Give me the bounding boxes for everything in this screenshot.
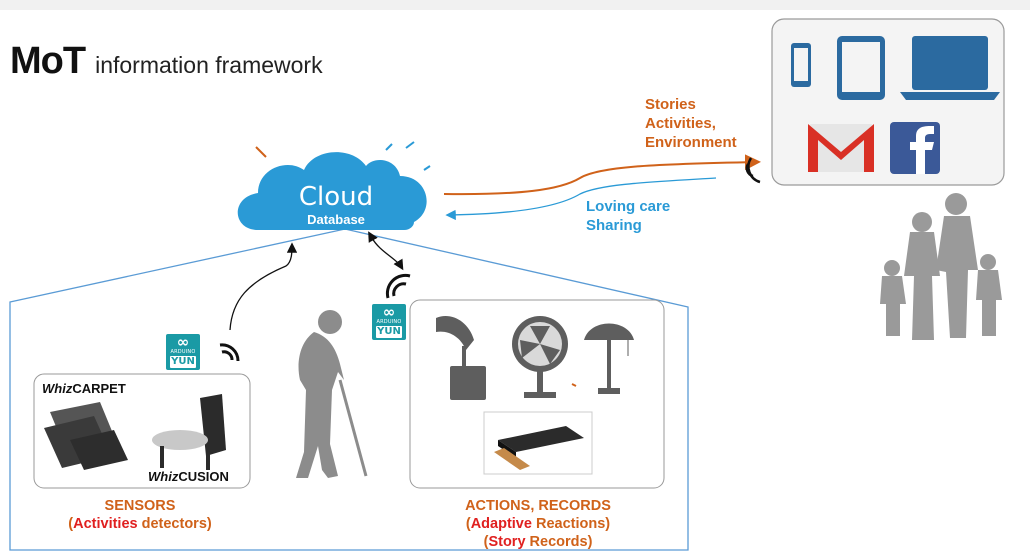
arduino-yun-logo: ∞ ARDUINO YUN (166, 334, 200, 370)
stories-text: Stories Activities, Environment (645, 95, 737, 152)
cloud-sublabel: Database (307, 212, 365, 227)
arrow-loving-care (445, 177, 717, 221)
arduino-brand: ARDUINO (170, 349, 196, 355)
arrow-cloud-actions (368, 231, 404, 271)
actions-caption-red1: Adaptive (470, 516, 532, 532)
sensors-caption-sub: (Activities detectors) (40, 515, 240, 533)
stories-line-2: Activities, (645, 115, 716, 132)
wifi-icon (219, 343, 240, 362)
actions-caption-rest1: Reactions) (531, 516, 611, 532)
title-main: MoT (10, 40, 86, 82)
carpet-prefix: Whiz (42, 381, 73, 396)
sensors-box (33, 373, 251, 489)
printer-icon (483, 411, 593, 475)
loving-care-line-1: Loving care (586, 198, 671, 215)
paren: ( (483, 534, 489, 550)
loving-care-text: Loving care Sharing (586, 197, 670, 235)
actions-caption-title: ACTIONS, RECORDS (465, 498, 611, 514)
arduino-model: YUN (170, 356, 196, 368)
actions-box (409, 299, 665, 489)
house-outline (9, 228, 689, 551)
actions-caption-sub2: (Story Records) (420, 533, 656, 551)
sensors-caption: SENSORS (Activities detectors) (40, 497, 240, 533)
fan-icon (512, 316, 568, 398)
wifi-icon (745, 157, 761, 184)
arduino-model: YUN (376, 326, 402, 338)
arduino-brand: ARDUINO (376, 319, 402, 325)
actions-caption: ACTIONS, RECORDS (Adaptive Reactions) (S… (420, 497, 656, 551)
actions-caption-red2: Story (488, 534, 526, 550)
actions-caption-sub1: (Adaptive Reactions) (420, 515, 656, 533)
arduino-symbol: ∞ (382, 303, 396, 321)
arduino-symbol: ∞ (176, 333, 190, 351)
lamp-icon (584, 323, 634, 394)
facebook-icon (890, 122, 940, 174)
title-sub: information framework (95, 52, 323, 78)
carpet-name: CARPET (72, 381, 126, 396)
sensors-caption-red: Activities (73, 516, 138, 532)
cloud-label: Cloud (298, 182, 374, 212)
loving-care-line-2: Sharing (586, 217, 642, 234)
family-silhouette (880, 193, 1002, 340)
phone-icon (791, 43, 811, 87)
chair-with-cushion (152, 394, 226, 470)
top-band (0, 0, 1030, 10)
whizcusion-label: WhizCUSION (148, 469, 229, 484)
arrow-sensors-cloud (229, 242, 298, 331)
gramophone-icon (436, 316, 486, 400)
elder-silhouette (296, 310, 368, 478)
cushion-prefix: Whiz (148, 469, 179, 484)
gmail-icon (808, 124, 874, 172)
cushion-name: CUSION (178, 469, 229, 484)
stories-line-1: Stories (645, 96, 696, 113)
sensors-caption-rest: detectors) (137, 516, 212, 532)
page-title: MoT information framework (10, 40, 323, 83)
sensors-caption-title: SENSORS (104, 498, 176, 514)
cloud-icon (237, 141, 431, 230)
paren: ( (68, 516, 74, 532)
wifi-icon (385, 273, 411, 299)
actions-caption-rest2: Records) (525, 534, 593, 550)
stories-line-3: Environment (645, 134, 737, 151)
arduino-yun-logo: ∞ ARDUINO YUN (372, 304, 406, 340)
carpet-tiles (44, 402, 128, 470)
paren: ( (465, 516, 471, 532)
laptop-icon (900, 36, 1000, 100)
arrow-stories (443, 154, 761, 196)
tablet-icon (837, 36, 885, 100)
whizcarpet-label: WhizCARPET (42, 381, 126, 396)
